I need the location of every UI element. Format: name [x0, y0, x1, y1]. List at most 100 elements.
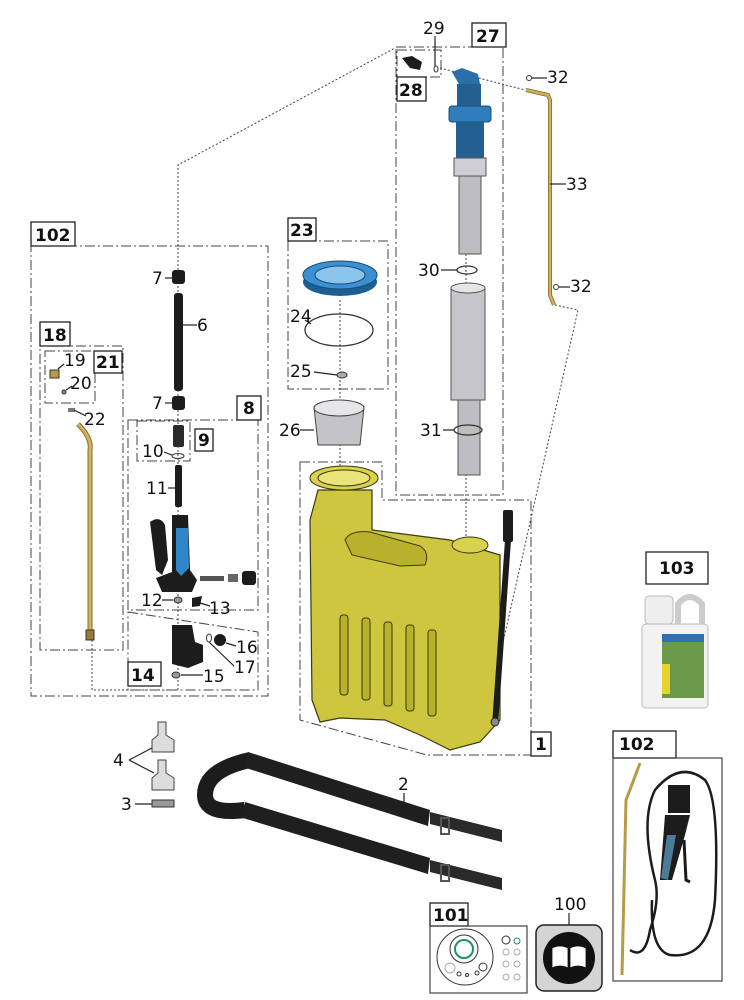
part-lance-tube-outline: [76, 422, 93, 632]
callout-26: 26: [279, 421, 301, 441]
box-103-tag: [645, 551, 709, 585]
part-6-hose: [174, 293, 183, 391]
box-27-frame: [395, 46, 504, 496]
tank-rib: [427, 629, 437, 717]
seal-kit-oring: [502, 973, 510, 981]
part-22-seal: [68, 408, 75, 412]
callout-7-top: 7: [152, 269, 163, 289]
leader-19: [57, 363, 65, 370]
seal-kit-oring: [502, 948, 510, 956]
callout-25: 25: [290, 362, 312, 382]
part-handle-grip: [176, 528, 189, 576]
callout-3: 3: [121, 795, 132, 815]
callout-32-top: 32: [547, 68, 569, 88]
part-trigger-lever: [150, 519, 168, 575]
bottle-cap: [644, 595, 674, 625]
seal-kit-contents: [436, 928, 521, 986]
callout-29: 29: [423, 19, 445, 39]
leader-16: [225, 642, 237, 647]
part-13-clip: [192, 596, 202, 607]
seal-kit-oring: [502, 960, 510, 968]
box-8-frame: [127, 419, 259, 611]
part-tank-body: [309, 489, 501, 751]
photo-handle-top: [668, 785, 690, 813]
box-21-frame: [44, 350, 96, 404]
box-1-frame: [299, 461, 532, 756]
part-tank-filler-opening: [317, 469, 371, 487]
part-pump-cylinder-top: [456, 122, 484, 158]
product-103-bottle: [641, 594, 709, 709]
seal-large-ring: [436, 928, 494, 986]
part-cap-center: [314, 265, 366, 285]
tank-ribs: [339, 614, 437, 717]
part-7-bottom-nut: [172, 396, 185, 410]
callout-100: 100: [554, 895, 586, 915]
box-14-label: 14: [131, 666, 155, 686]
part-pump-collar: [448, 105, 492, 123]
part-29-oring: [433, 65, 439, 73]
box-8-label: 8: [243, 399, 255, 419]
part-16-cap: [214, 634, 226, 646]
seal-kit-oring-green: [513, 937, 521, 945]
part-filter-housing: [172, 625, 203, 668]
box-103-label: 103: [659, 559, 695, 579]
buckle-lower: [151, 759, 175, 791]
part-pump-chamber: [450, 287, 486, 401]
leader-4a: [128, 747, 153, 761]
part-9-connector: [173, 425, 184, 447]
box-9-tag: [194, 428, 214, 452]
part-valve-cap: [242, 571, 256, 585]
part-15-washer: [171, 671, 181, 679]
callout-24: 24: [290, 307, 312, 327]
part-33-tube: [525, 88, 556, 306]
strap-loop: [196, 752, 252, 819]
leader-22: [73, 409, 87, 417]
callout-17: 17: [234, 658, 256, 678]
seal-small-ring: [444, 962, 456, 974]
part-valve-pin: [200, 576, 224, 581]
part-30-oring: [456, 265, 478, 275]
leader-24: [304, 319, 312, 325]
part-7-top-nut: [172, 270, 185, 284]
leader-13: [199, 602, 211, 607]
box-18-tag: [39, 321, 71, 347]
seal-kit-oring: [513, 948, 521, 956]
callout-12: 12: [141, 591, 163, 611]
tank-rib: [405, 624, 415, 712]
box-9-label: 9: [198, 431, 210, 451]
callout-16: 16: [236, 638, 258, 658]
part-pump-chamber-rim: [450, 282, 486, 294]
part-pump-lower-tube: [457, 399, 481, 476]
callout-19: 19: [64, 351, 86, 371]
callout-20: 20: [70, 374, 92, 394]
part-pump-nut: [453, 157, 487, 177]
bottle-handle: [675, 594, 705, 624]
part-lance-tube: [76, 422, 92, 632]
part-tank-handle-recess: [344, 531, 428, 567]
seal-medium-ring: [449, 934, 479, 964]
part-pump-lever-pivot: [490, 717, 500, 727]
box-102-right-frame: [612, 757, 723, 982]
callout-11: 11: [146, 479, 168, 499]
part-4-buckles: [151, 721, 175, 791]
part-2-straps: [196, 752, 502, 890]
callout-30: 30: [418, 261, 440, 281]
box-27-tag: [471, 22, 507, 48]
box-102-right-tag: [612, 730, 677, 759]
callout-6: 6: [197, 316, 208, 336]
seal-kit-oring: [513, 960, 521, 968]
tank-rib: [383, 621, 393, 707]
seal-tiny-ring: [465, 973, 469, 977]
part-25-valve: [336, 371, 348, 379]
strap-upper-pad: [246, 752, 430, 826]
part-17-oring: [206, 633, 212, 643]
part-lance-nut: [85, 629, 95, 641]
box-102-left-tag: [30, 221, 76, 247]
photo-lance: [620, 762, 642, 976]
part-pump-head: [457, 84, 481, 106]
part-32-clip-bottom: [553, 284, 559, 290]
strap-buckle-upper: [440, 817, 450, 835]
part-19-nozzle-cap: [49, 369, 60, 379]
callout-32-bottom: 32: [570, 277, 592, 297]
box-102-left-frame: [30, 245, 269, 697]
